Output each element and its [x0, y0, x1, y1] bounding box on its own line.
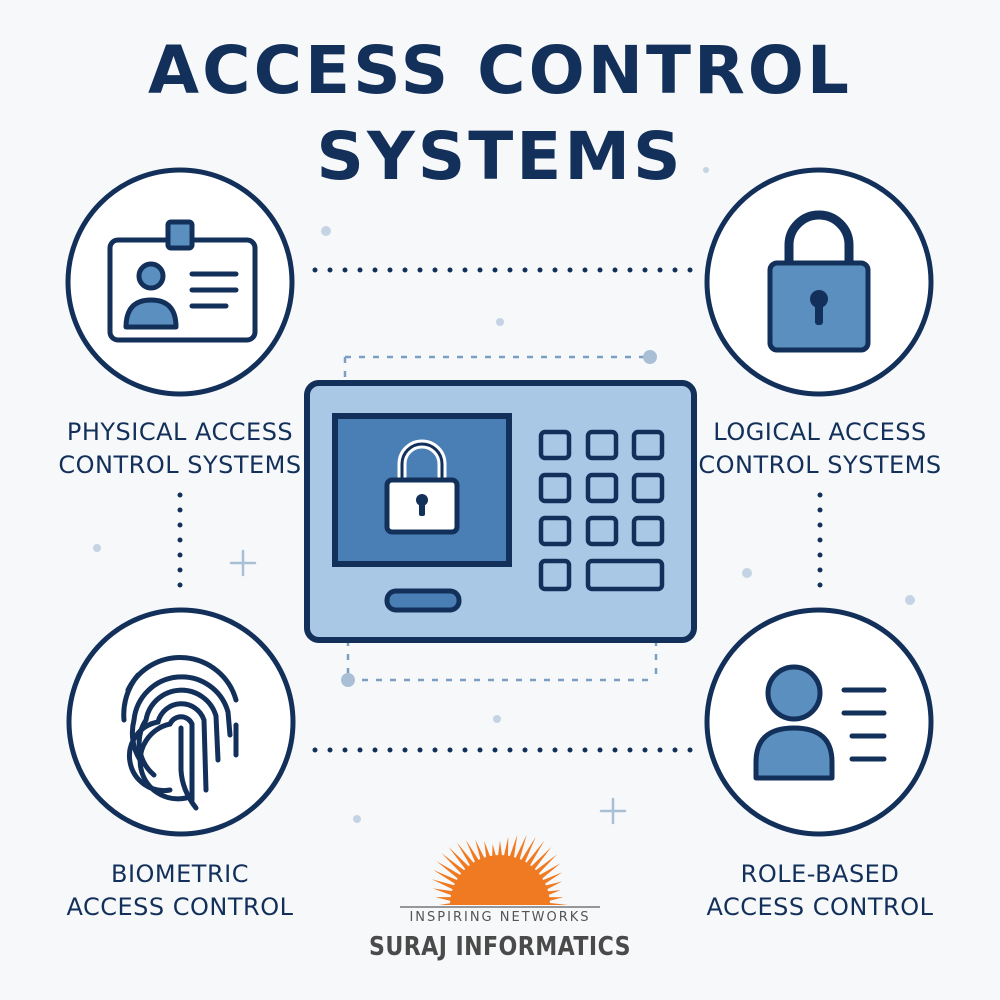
page-title: ACCESS CONTROL SYSTEMS: [0, 28, 1000, 200]
dotted-connectors: [177, 267, 823, 753]
physical-access-label-line-2: CONTROL SYSTEMS: [58, 451, 302, 479]
role-node-circle: [704, 607, 934, 837]
sunburst-core: [450, 855, 550, 905]
biometric-access-label-line-2: ACCESS CONTROL: [66, 893, 294, 921]
role-based-access-label: ROLE-BASED ACCESS CONTROL: [680, 858, 960, 924]
logical-access-label-line-1: LOGICAL ACCESS: [713, 418, 927, 446]
fingerprint-icon: [121, 655, 239, 811]
access-keypad-terminal-icon: [304, 350, 697, 687]
logical-access-label: LOGICAL ACCESS CONTROL SYSTEMS: [680, 416, 960, 482]
page-title-line-1: ACCESS CONTROL: [148, 32, 852, 109]
role-based-access-label-line-1: ROLE-BASED: [740, 860, 900, 888]
user-profile-icon: [753, 664, 887, 781]
biometric-access-label-line-1: BIOMETRIC: [111, 860, 249, 888]
padlock-icon: [767, 210, 871, 353]
decorative-plus-signs: [229, 549, 627, 825]
logo-company-name: SURAJ INFORMATICS: [369, 932, 631, 962]
logo-tagline: INSPIRING NETWORKS: [409, 910, 591, 925]
logical-access-label-line-2: CONTROL SYSTEMS: [698, 451, 942, 479]
physical-access-label-line-1: PHYSICAL ACCESS: [66, 418, 294, 446]
terminal-keypad: [538, 429, 665, 592]
decorative-dots: [93, 167, 915, 823]
role-based-access-label-line-2: ACCESS CONTROL: [706, 893, 934, 921]
page-title-line-2: SYSTEMS: [316, 118, 684, 195]
biometric-node-circle: [66, 607, 296, 837]
biometric-access-label: BIOMETRIC ACCESS CONTROL: [40, 858, 320, 924]
id-badge-icon: [107, 219, 258, 343]
screen-padlock-icon: [384, 439, 460, 535]
sunburst-logo-icon: [400, 834, 600, 908]
card-reader-slot: [384, 588, 462, 613]
physical-access-label: PHYSICAL ACCESS CONTROL SYSTEMS: [40, 416, 320, 482]
